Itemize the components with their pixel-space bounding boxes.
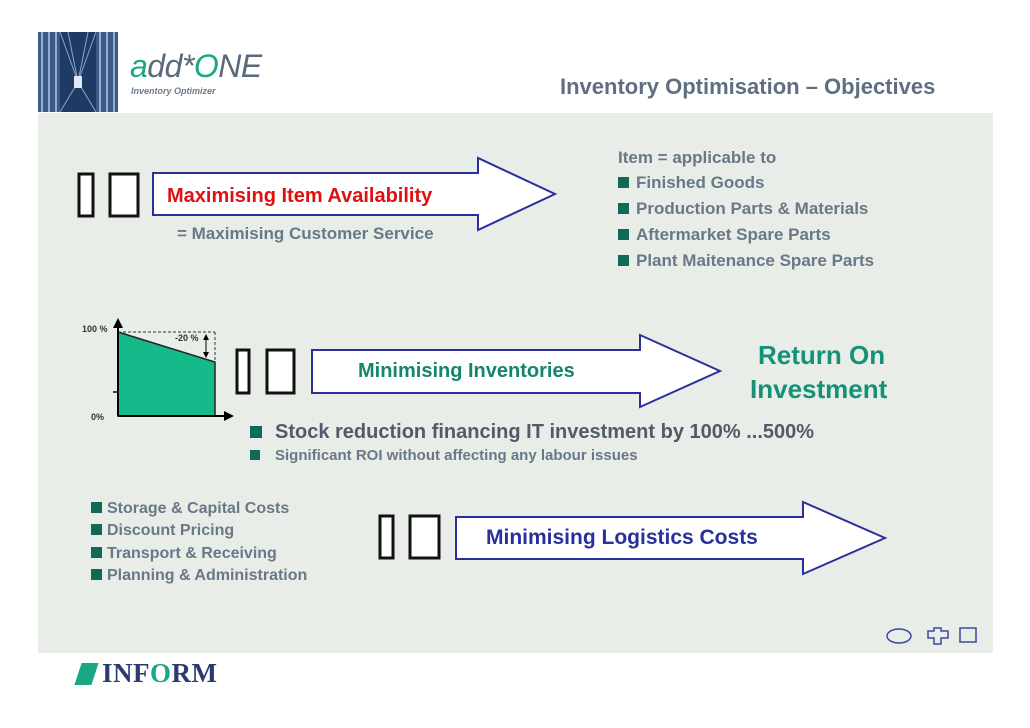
bullet-icon [91, 524, 102, 535]
roi-heading-line2: Investment [750, 374, 888, 404]
bullet-icon [250, 450, 260, 460]
roi-sub-bullet: Significant ROI without affecting any la… [250, 447, 638, 464]
arrow-label-minimising-inventories: Minimising Inventories [358, 360, 575, 382]
roi-heading-line1: Return On [758, 340, 886, 370]
bracket-icon-2 [235, 348, 296, 395]
bullet-icon [618, 203, 629, 214]
bracket-icon-1 [77, 172, 140, 218]
inventory-reduction-graph [113, 318, 234, 421]
bracket-icon-3 [378, 514, 441, 560]
cost-list-entry: Transport & Receiving [91, 545, 277, 563]
bullet-icon [91, 547, 102, 558]
graph-reduction-label: -20 % [175, 333, 199, 343]
page-title: Inventory Optimisation – Objectives [560, 74, 936, 99]
square-nav-icon[interactable] [959, 627, 977, 643]
addone-logo: add*ONE [130, 48, 262, 84]
items-list-entry: Finished Goods [618, 173, 764, 193]
warehouse-photo-thumbnail [38, 32, 118, 112]
inform-logo: INFORM [74, 658, 218, 689]
inform-logo-mark-icon [74, 663, 99, 685]
graph-label-0: 0% [91, 412, 105, 422]
oval-nav-icon[interactable] [886, 628, 912, 644]
cost-list-entry: Planning & Administration [91, 567, 307, 585]
cost-list-entry: Storage & Capital Costs [91, 500, 289, 518]
bullet-icon [618, 255, 629, 266]
bullet-icon [91, 569, 102, 580]
arrow-label-item-availability: Maximising Item Availability [167, 185, 433, 207]
bullet-icon [618, 229, 629, 240]
arrow-shape-1 [152, 156, 558, 232]
bullet-icon [250, 426, 262, 438]
stock-reduction-bullet: Stock reduction financing IT investment … [250, 421, 814, 444]
bullet-icon [618, 177, 629, 188]
items-list-entry: Aftermarket Spare Parts [618, 225, 831, 245]
items-heading: Item = applicable to [618, 148, 777, 167]
cross-nav-icon[interactable] [927, 627, 949, 645]
arrow-label-logistics-costs: Minimising Logistics Costs [486, 526, 758, 549]
arrow-shape-3 [455, 500, 888, 576]
graph-label-100: 100 % [82, 324, 108, 334]
arrow-shape-2 [311, 333, 723, 409]
items-list-entry: Plant Maitenance Spare Parts [618, 251, 874, 271]
logo-subtitle: Inventory Optimizer [131, 86, 216, 96]
building-photo-icon [38, 32, 118, 112]
bullet-icon [91, 502, 102, 513]
inventory-area [117, 330, 216, 417]
items-list-entry: Production Parts & Materials [618, 199, 868, 219]
customer-service-subtitle: = Maximising Customer Service [177, 224, 434, 243]
cost-list-entry: Discount Pricing [91, 522, 234, 540]
